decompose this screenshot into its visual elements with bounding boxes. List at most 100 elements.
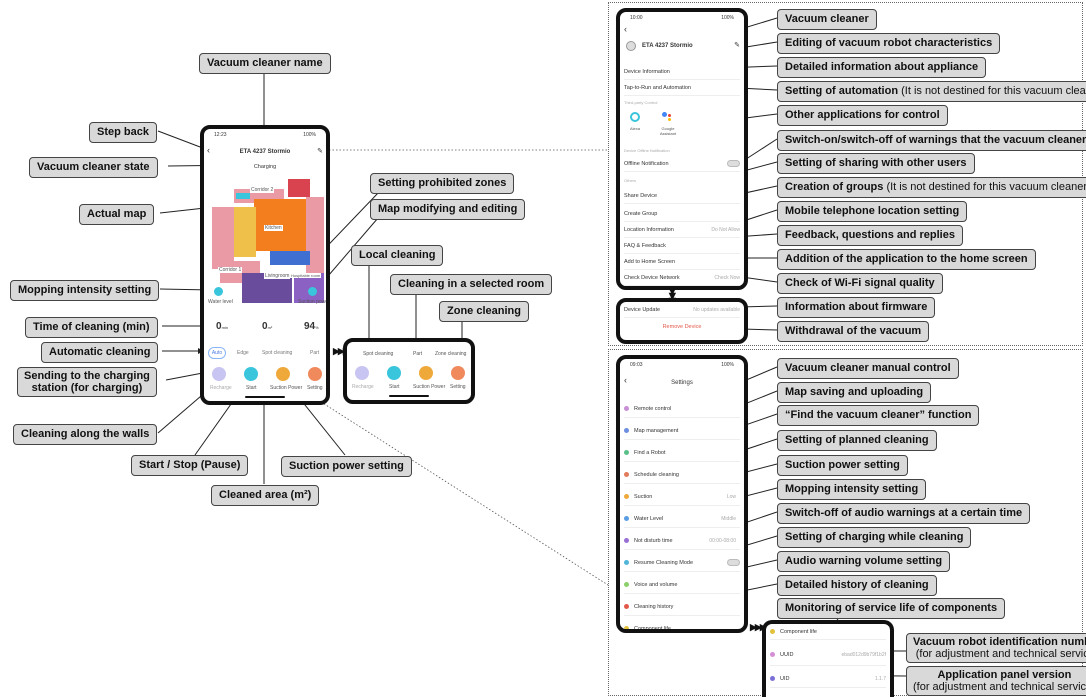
moon-icon — [624, 538, 629, 543]
mini-home-indicator — [389, 395, 429, 397]
remote-control-row[interactable]: Remote control — [624, 400, 740, 418]
schedule-row[interactable]: Schedule cleaning — [624, 466, 740, 484]
resume-row[interactable]: Resume Cleaning Mode — [624, 554, 740, 572]
label-r-home-screen: Addition of the application to the home … — [777, 249, 1036, 270]
map-room-pink-right — [306, 197, 324, 277]
faq-row[interactable]: FAQ & Feedback — [624, 238, 740, 254]
find-label: Find a Robot — [634, 449, 666, 456]
mode-spot[interactable]: Spot cleaning — [262, 350, 293, 356]
label-s-panel-line1: Application panel version — [937, 669, 1072, 681]
recharge-button[interactable] — [212, 367, 226, 381]
resume-toggle[interactable] — [727, 559, 740, 566]
label-r-automation: Setting of automation (It is not destine… — [777, 81, 1086, 102]
label-suction-power: Suction power setting — [281, 456, 412, 477]
mini-setting-button[interactable] — [451, 366, 465, 380]
voice-row[interactable]: Voice and volume — [624, 576, 740, 594]
info-component-row[interactable]: Component life — [770, 624, 886, 640]
ga-dot-blue — [662, 112, 667, 117]
device-update-row[interactable]: Device Update No updates available — [624, 302, 740, 318]
label-r-sharing: Setting of sharing with other users — [777, 153, 975, 174]
status-time: 12:23 — [214, 131, 227, 138]
offline-toggle[interactable] — [727, 160, 740, 167]
label-s-uuid: Vacuum robot identification number (for … — [906, 633, 1086, 663]
room-label-corridor2: Corridor 2 — [250, 187, 275, 193]
label-r-vacuum: Vacuum cleaner — [777, 9, 877, 30]
label-s-charging: Setting of charging while cleaning — [777, 527, 972, 548]
label-r-groups-note: (It is not destined for this vacuum clea… — [886, 181, 1086, 193]
label-s-volume: Audio warning volume setting — [777, 551, 951, 572]
group-row[interactable]: Create Group — [624, 206, 740, 222]
device-back-icon[interactable]: ‹ — [624, 24, 627, 34]
map-management-row[interactable]: Map management — [624, 422, 740, 440]
share-row[interactable]: Share Device — [624, 188, 740, 204]
offline-row[interactable]: Offline Notification — [624, 156, 740, 172]
stat-time: 0min — [216, 321, 228, 332]
label-r-firmware: Information about firmware — [777, 297, 936, 318]
network-value: Check Now — [714, 274, 740, 281]
start-button[interactable] — [244, 367, 258, 381]
alexa-icon[interactable] — [630, 112, 640, 122]
mini-mode-part[interactable]: Part — [413, 351, 423, 357]
mode-auto[interactable]: Auto — [208, 347, 226, 359]
label-prohibited-zones: Setting prohibited zones — [370, 173, 515, 194]
find-icon — [624, 450, 629, 455]
map-icon — [624, 428, 629, 433]
label-sending-station: Sending to the charging station (for cha… — [17, 367, 157, 397]
suction-label: Suction Power — [270, 385, 303, 391]
water-level-icon[interactable] — [214, 287, 223, 296]
history-row[interactable]: Cleaning history — [624, 598, 740, 616]
water-value: Middle — [721, 515, 736, 522]
mode-edge[interactable]: Edge — [237, 350, 249, 356]
mini-recharge-label: Recharge — [352, 384, 374, 390]
uuid-label: UUID — [780, 651, 794, 658]
remove-device-button[interactable]: Remove Device — [662, 324, 702, 330]
share-label: Share Device — [624, 192, 658, 199]
mini-suction-label: Suction Power — [413, 384, 446, 390]
main-phone: 12:23 100% ‹ ETA 4237 Stormio ✎ Charging… — [200, 125, 330, 405]
suction-power-label: Suction power — [298, 299, 330, 305]
component-row[interactable]: Component life — [624, 620, 740, 629]
history-label: Cleaning history — [634, 603, 674, 610]
automation-row[interactable]: Tap-to-Run and Automation — [624, 80, 740, 96]
mini-mode-zone[interactable]: Zone cleaning — [435, 351, 467, 357]
google-assistant-icon[interactable] — [662, 112, 672, 122]
device-title: ETA 4237 Stormio — [239, 149, 291, 155]
label-r-editing: Editing of vacuum robot characteristics — [777, 33, 1001, 54]
stat-time-value: 0 — [216, 321, 222, 332]
setting-button[interactable] — [308, 367, 322, 381]
map-room-blue — [270, 251, 310, 265]
mode-part[interactable]: Part — [310, 350, 320, 356]
suction-button[interactable] — [276, 367, 290, 381]
faq-label: FAQ & Feedback — [624, 242, 666, 249]
label-r-feedback: Feedback, questions and replies — [777, 225, 963, 246]
device-update-label: Device Update — [624, 306, 661, 313]
mini-suction-button[interactable] — [419, 366, 433, 380]
map-label: Map management — [634, 427, 679, 434]
mini-recharge-button[interactable] — [355, 366, 369, 380]
home-screen-row[interactable]: Add to Home Screen — [624, 254, 740, 270]
mini-start-button[interactable] — [387, 366, 401, 380]
info-component-label: Component life — [780, 628, 817, 635]
mini-mode-spot[interactable]: Spot cleaning — [363, 351, 394, 357]
suction-power-icon[interactable] — [308, 287, 317, 296]
info-component-icon — [770, 629, 775, 634]
find-robot-row[interactable]: Find a Robot — [624, 444, 740, 462]
edit-pencil-icon[interactable]: ✎ — [317, 148, 323, 155]
room-label-living: Livingroom — [264, 273, 291, 279]
device-edit-icon[interactable]: ✎ — [734, 42, 740, 49]
settings-status-time: 09:03 — [630, 361, 643, 368]
map-canvas[interactable]: Corridor 2 Kitchen Corridor 1 Livingroom… — [208, 177, 326, 307]
recharge-label: Recharge — [210, 385, 232, 391]
back-arrow-icon[interactable]: ‹ — [207, 145, 210, 155]
device-update-value: No updates available — [693, 306, 740, 313]
label-r-wifi: Check of Wi-Fi signal quality — [777, 273, 943, 294]
settings-back-icon[interactable]: ‹ — [624, 375, 627, 385]
label-sending-line2: station (for charging) — [31, 382, 143, 394]
device-info-row[interactable]: Device Information — [624, 64, 740, 80]
map-room-teal — [236, 193, 250, 199]
